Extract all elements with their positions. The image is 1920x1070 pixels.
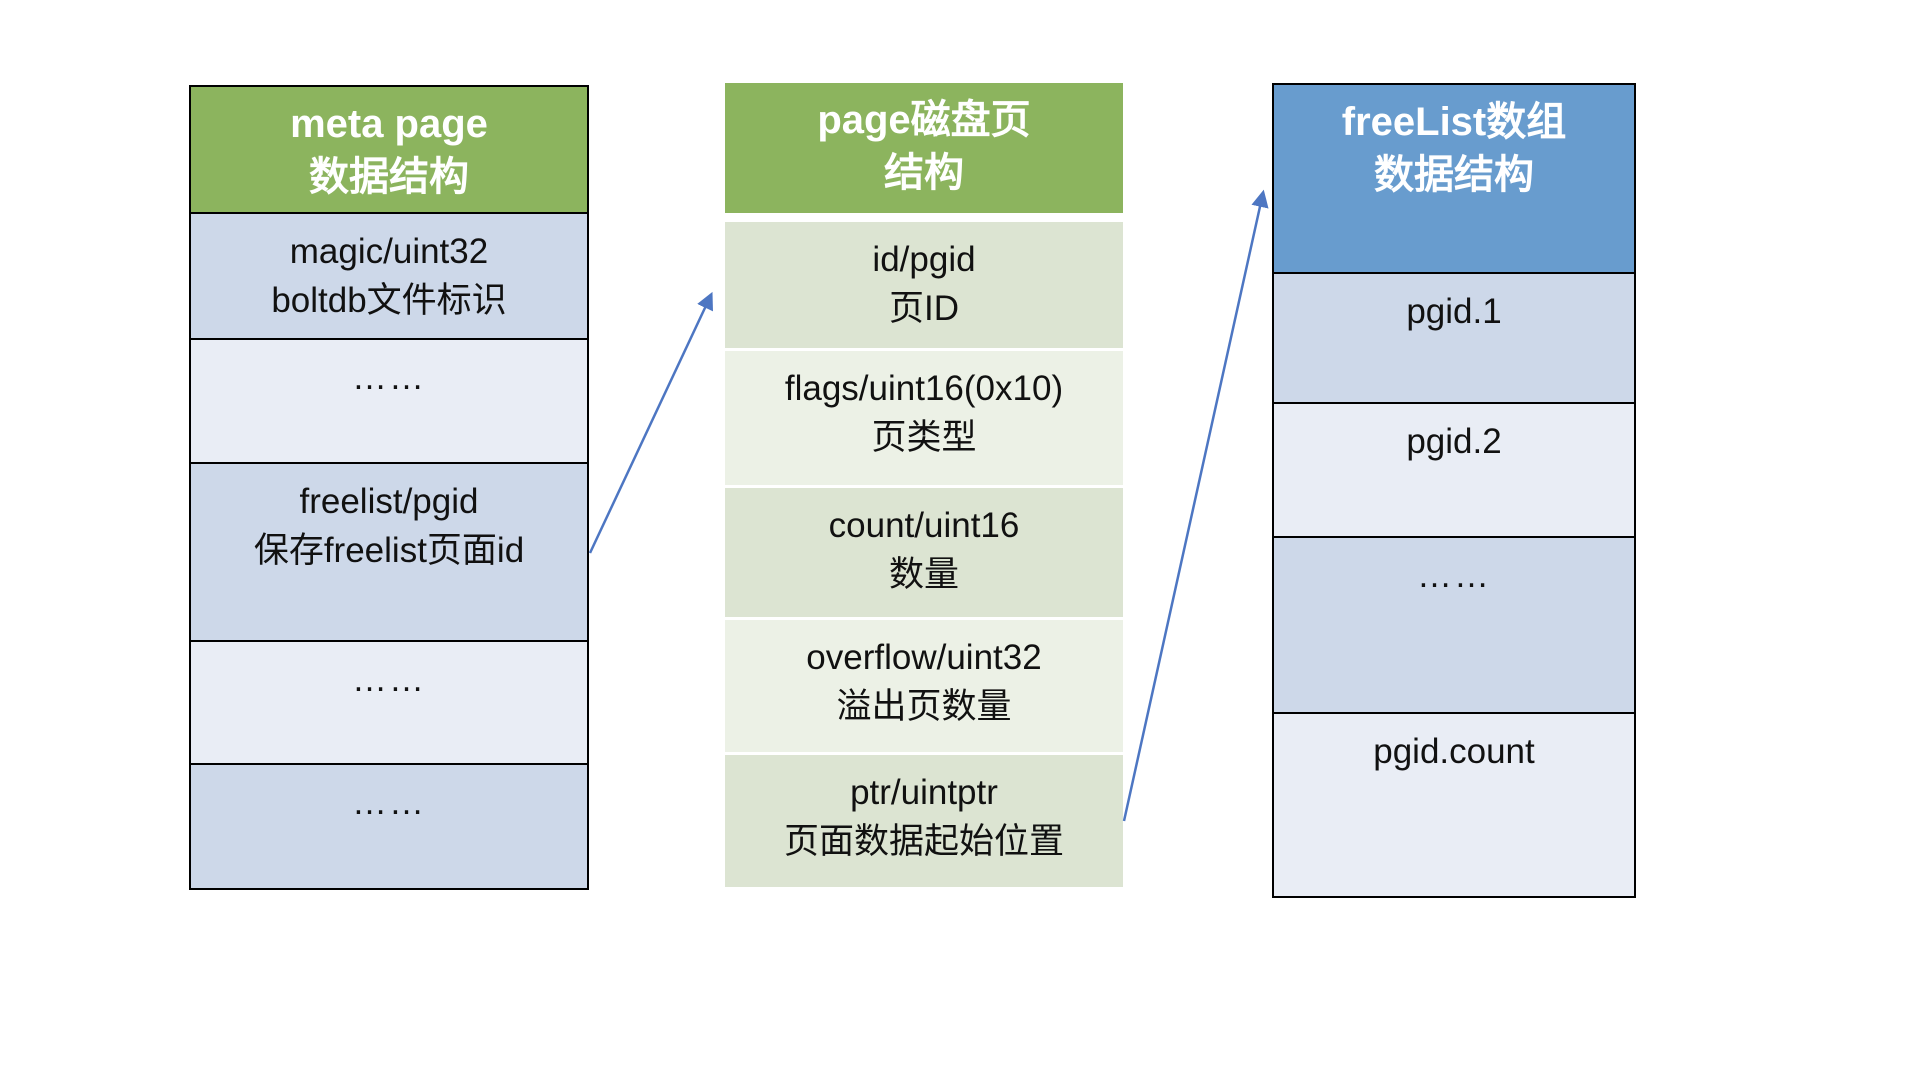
meta-row-freelist: freelist/pgid 保存freelist页面id — [191, 462, 587, 640]
meta-row-magic: magic/uint32 boltdb文件标识 — [191, 212, 587, 338]
page-row-flags-field: flags/uint16(0x10) — [784, 369, 1064, 408]
page-disk-table-header: page磁盘页 结构 — [725, 83, 1123, 213]
freelist-row-pgidcount: pgid.count — [1274, 712, 1634, 896]
ellipsis-text: …… — [1417, 556, 1491, 595]
freelist-array-title-line1: freeList数组 — [1341, 100, 1567, 144]
page-row-count-desc: 数量 — [888, 555, 959, 594]
page-disk-table: page磁盘页 结构 id/pgid 页ID flags/uint16(0x10… — [725, 83, 1123, 887]
freelist-row-pgid2-text: pgid.2 — [1406, 422, 1502, 461]
freelist-row-pgid2: pgid.2 — [1274, 402, 1634, 536]
page-disk-title-line2: 结构 — [884, 151, 964, 195]
freelist-row-ellipsis: …… — [1274, 536, 1634, 712]
page-row-id-field: id/pgid — [872, 240, 976, 279]
ellipsis-text: …… — [352, 358, 426, 397]
page-disk-title-line1: page磁盘页 — [817, 98, 1031, 142]
meta-row-freelist-desc: 保存freelist页面id — [253, 531, 525, 570]
freelist-array-table-header: freeList数组 数据结构 — [1274, 85, 1634, 272]
page-row-ptr-desc: 页面数据起始位置 — [783, 822, 1064, 861]
meta-row-ellipsis-1: …… — [191, 338, 587, 462]
meta-row-freelist-field: freelist/pgid — [299, 482, 479, 521]
page-row-overflow: overflow/uint32 溢出页数量 — [725, 620, 1123, 752]
page-row-id-desc: 页ID — [888, 289, 959, 328]
freelist-row-pgidcount-text: pgid.count — [1373, 732, 1535, 771]
page-row-id: id/pgid 页ID — [725, 222, 1123, 348]
meta-row-magic-desc: boltdb文件标识 — [271, 281, 507, 320]
freelist-array-table: freeList数组 数据结构 pgid.1 pgid.2 …… pgid.co… — [1272, 83, 1636, 898]
page-row-overflow-field: overflow/uint32 — [806, 638, 1042, 677]
ellipsis-text: …… — [352, 783, 426, 822]
arrow-ptr-to-freelist-array — [1122, 189, 1269, 822]
freelist-row-pgid1: pgid.1 — [1274, 272, 1634, 402]
meta-row-magic-field: magic/uint32 — [289, 232, 489, 271]
page-row-ptr-field: ptr/uintptr — [850, 773, 998, 812]
meta-row-ellipsis-2: …… — [191, 640, 587, 763]
page-row-count: count/uint16 数量 — [725, 488, 1123, 617]
meta-page-title-line2: 数据结构 — [309, 155, 469, 199]
page-row-flags: flags/uint16(0x10) 页类型 — [725, 351, 1123, 485]
meta-page-title-line1: meta page — [290, 102, 488, 146]
meta-page-table: meta page 数据结构 magic/uint32 boltdb文件标识 …… — [189, 85, 589, 890]
page-row-overflow-desc: 溢出页数量 — [836, 687, 1012, 726]
ellipsis-text: …… — [352, 660, 426, 699]
page-row-flags-desc: 页类型 — [871, 418, 977, 457]
page-row-ptr: ptr/uintptr 页面数据起始位置 — [725, 755, 1123, 887]
meta-page-table-header: meta page 数据结构 — [191, 87, 587, 212]
arrow-freelist-to-page-table — [588, 291, 713, 554]
meta-row-ellipsis-3: …… — [191, 763, 587, 888]
freelist-array-title-line2: 数据结构 — [1374, 153, 1534, 197]
page-row-count-field: count/uint16 — [828, 506, 1020, 545]
freelist-row-pgid1-text: pgid.1 — [1406, 292, 1502, 331]
